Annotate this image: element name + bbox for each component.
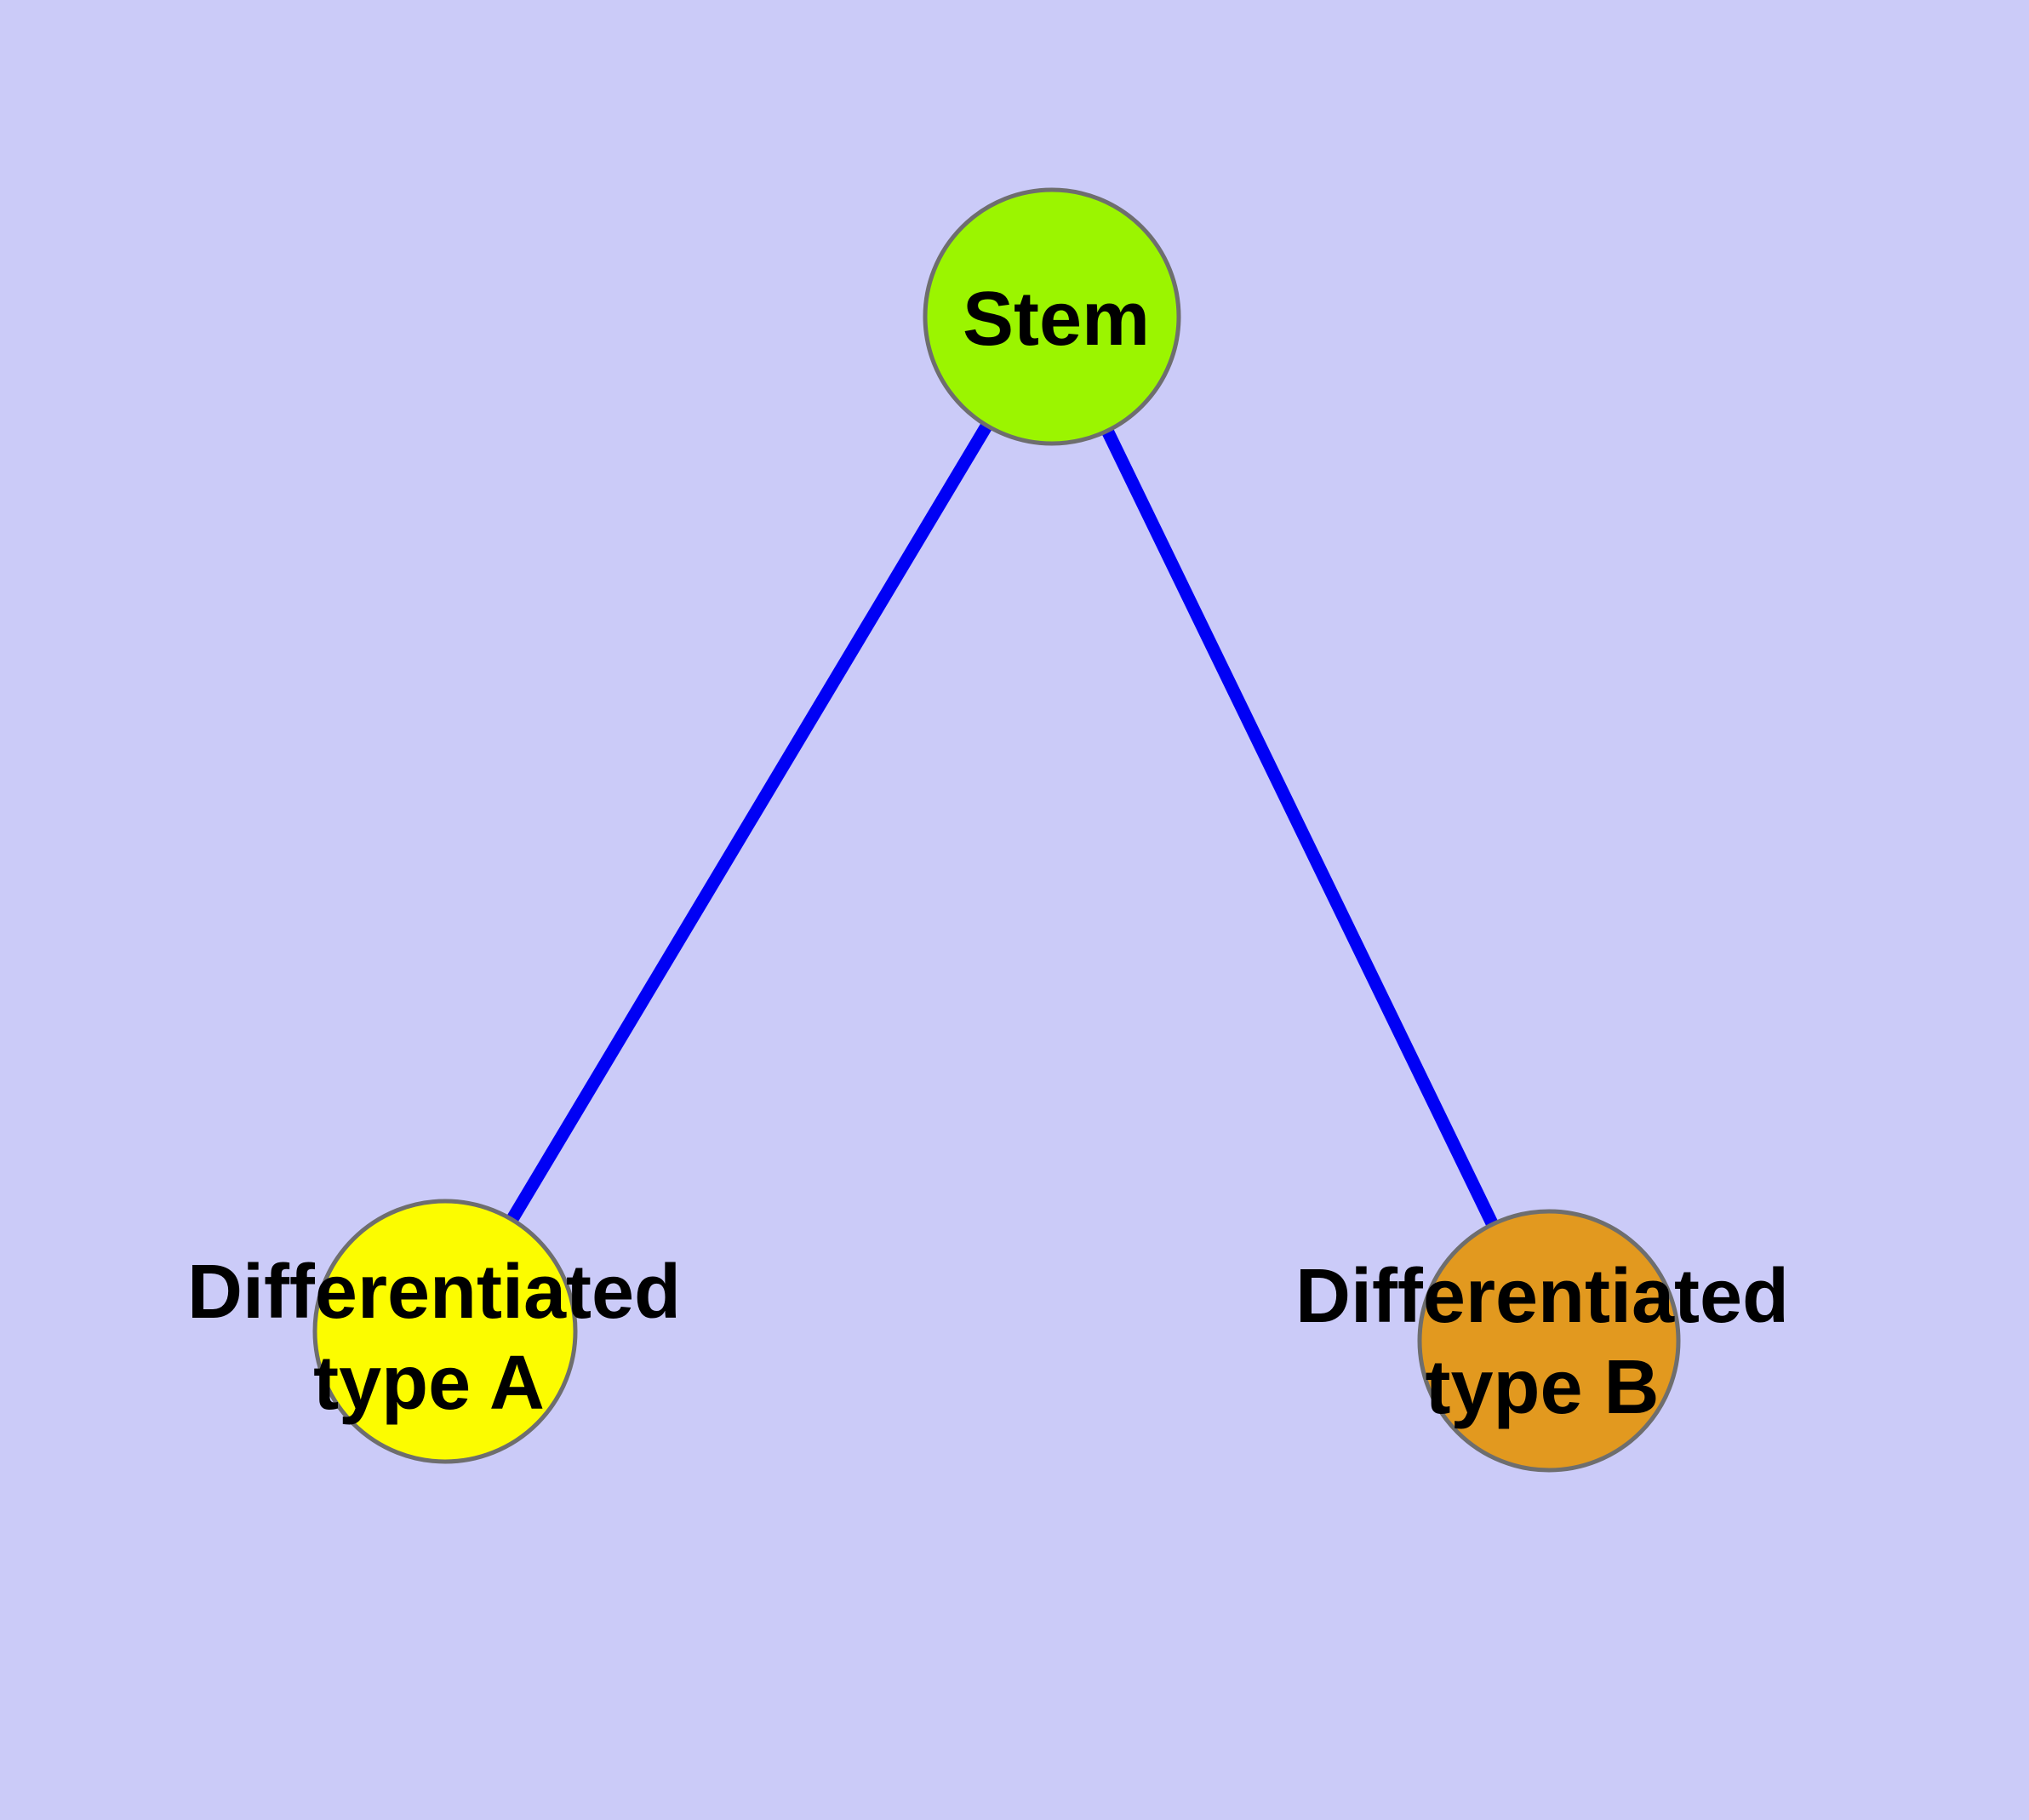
edge-stem-to-type-b bbox=[1046, 313, 1555, 1344]
node-type-a-label-line1: Differentiated bbox=[187, 1250, 681, 1335]
node-type-a-label-line2: type A bbox=[313, 1341, 545, 1426]
node-type-b-label-line1: Differentiated bbox=[1295, 1254, 1789, 1339]
node-type-b-label-line2: type B bbox=[1425, 1345, 1659, 1430]
node-stem-label: Stem bbox=[963, 277, 1150, 362]
node-differentiated-type-b bbox=[1417, 1209, 1681, 1473]
node-differentiated-type-a bbox=[312, 1199, 578, 1464]
node-stem bbox=[923, 187, 1181, 446]
edge-stem-to-type-a bbox=[439, 313, 1058, 1335]
